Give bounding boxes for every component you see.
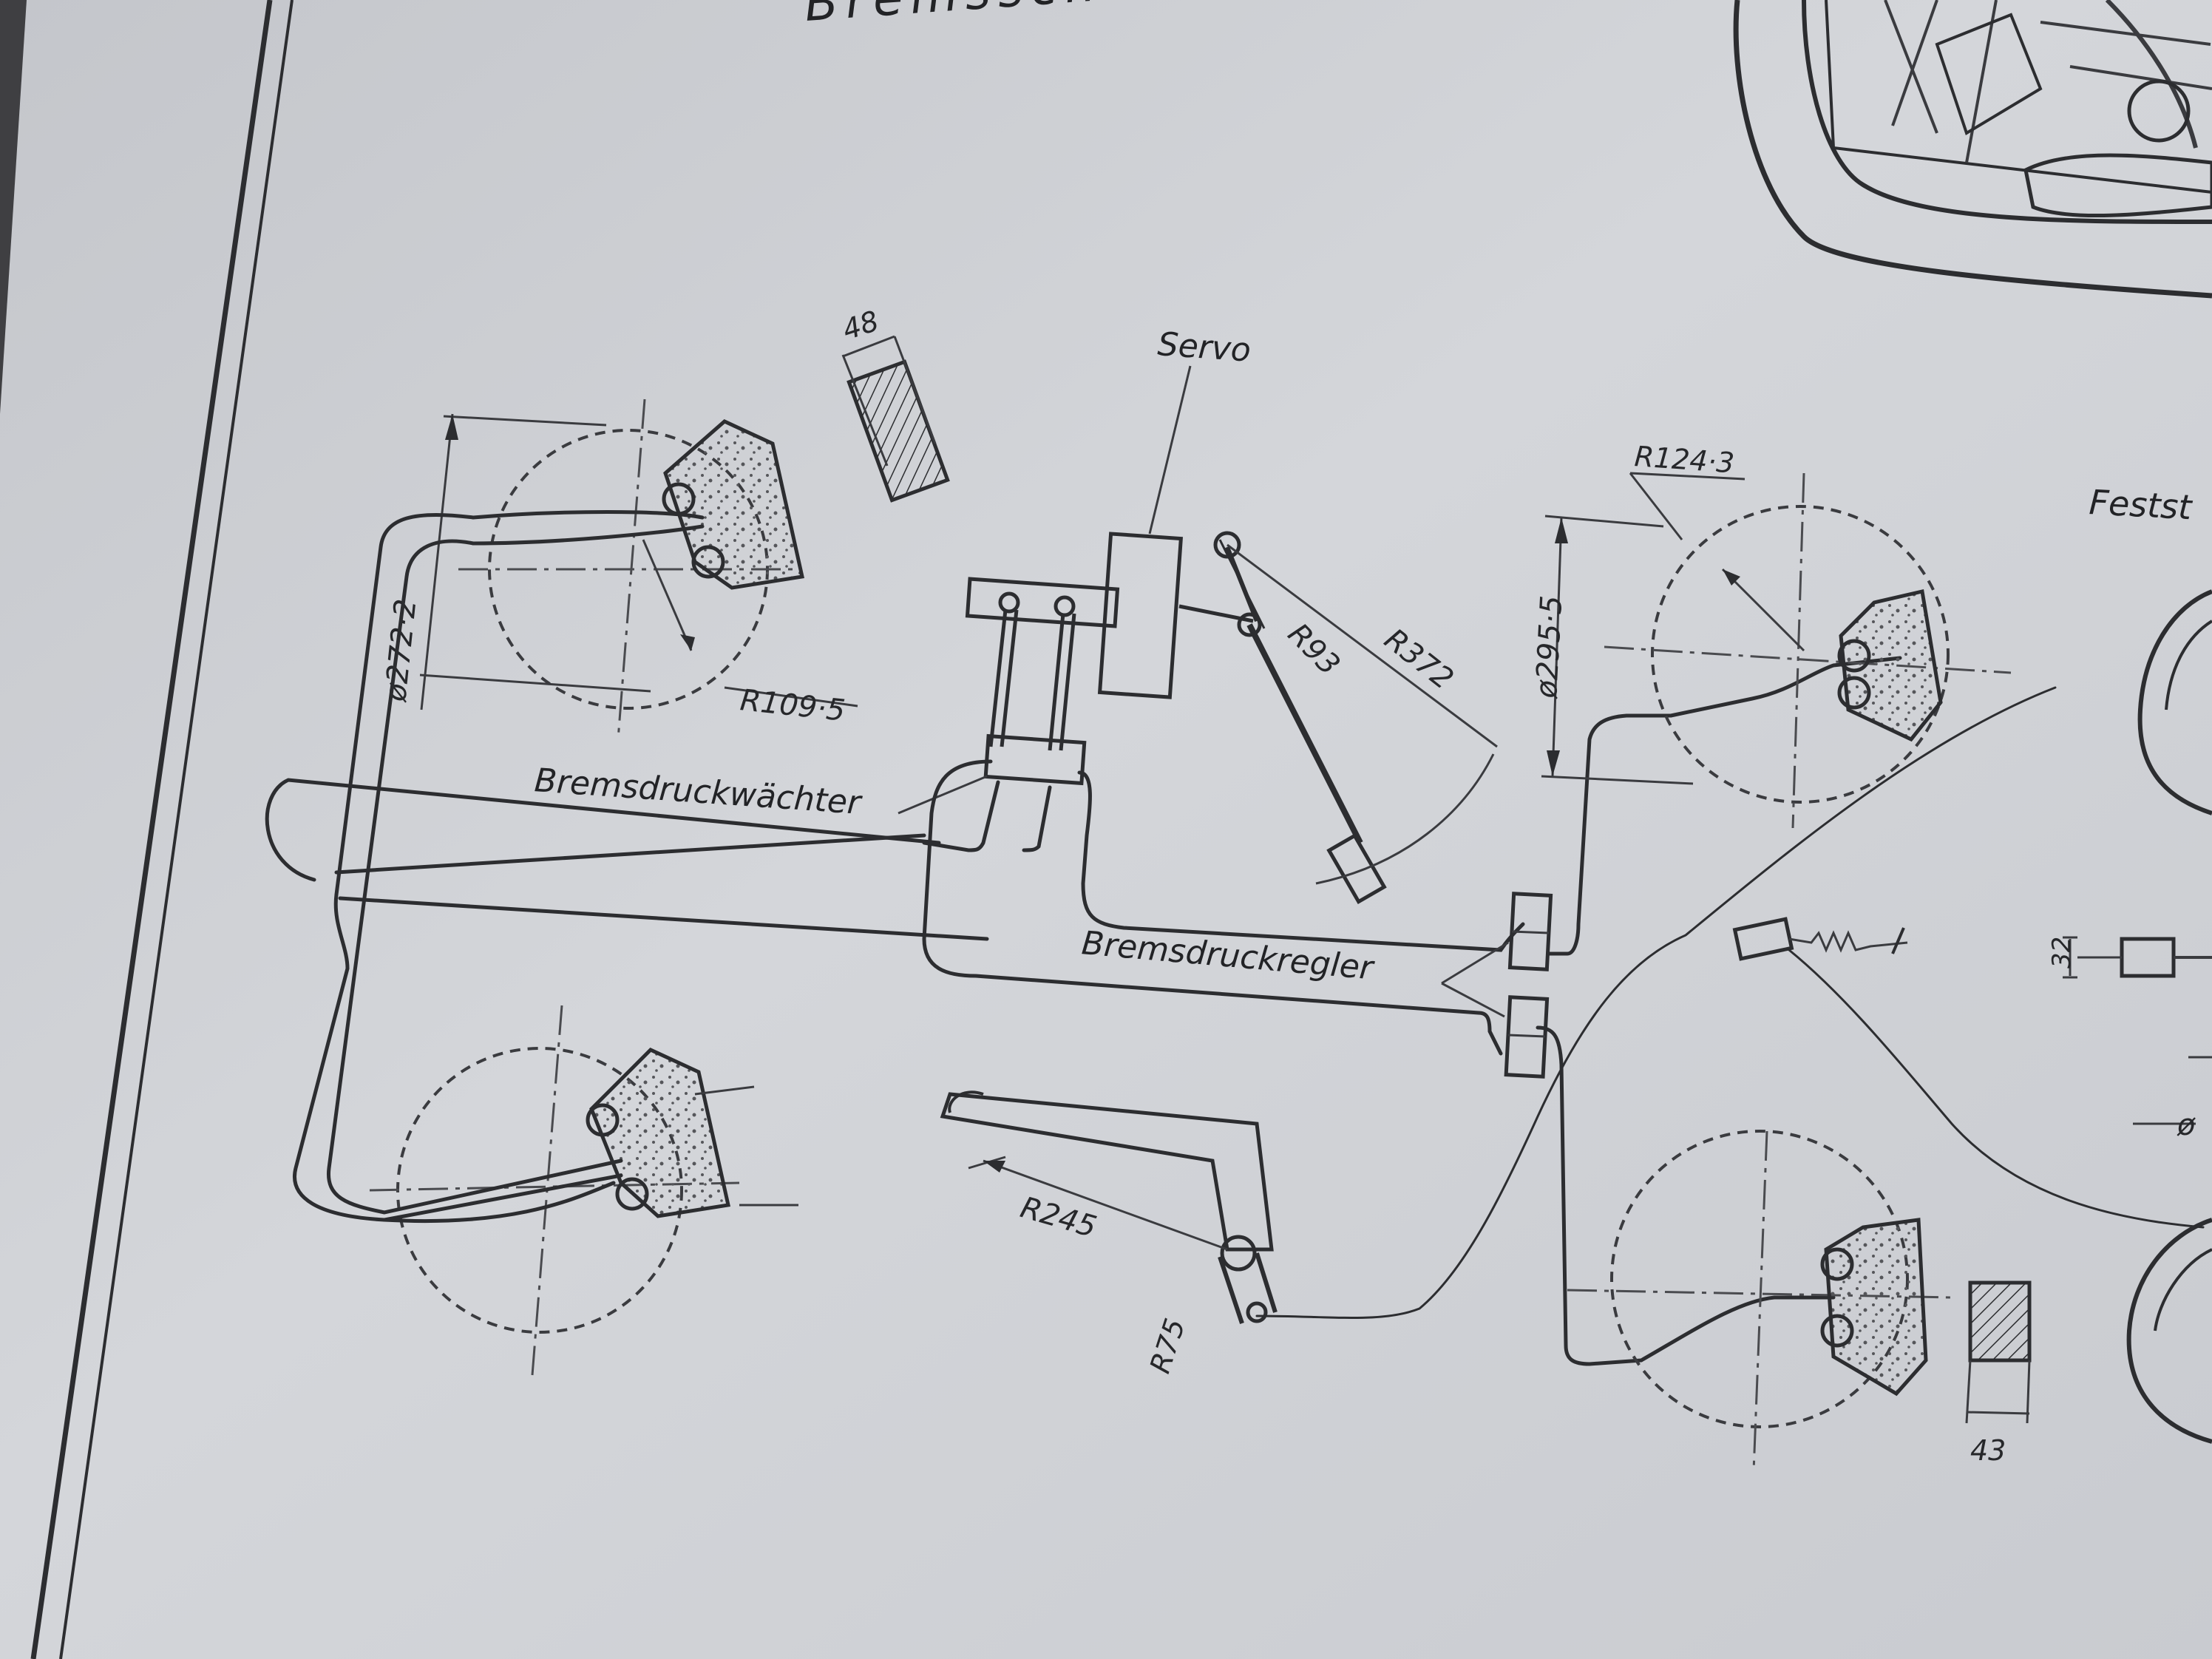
front-brake-pad-section — [841, 335, 950, 503]
rear-lower-brake-disc — [1567, 1130, 1953, 1472]
rear-upper-brake-disc — [1604, 472, 2012, 829]
drawing-frame-border — [30, 0, 294, 1659]
master-cylinder — [965, 577, 1120, 628]
car-illustration-fragment — [1733, 0, 2212, 299]
rear-brake-pad-section — [1965, 1280, 2032, 1424]
feststell-label-fragment: Festst — [2088, 482, 2194, 527]
cable-part-height-label: 32 — [2047, 937, 2077, 968]
right-edge-drum-lower — [2126, 1218, 2212, 1444]
rear-disc-radius-label: R124·3 — [1633, 440, 1735, 479]
handbrake-lever — [940, 1090, 1278, 1324]
table-edge-shadow — [0, 0, 27, 414]
front-left-brake-disc — [458, 398, 805, 740]
brake-lines — [265, 510, 2205, 1366]
right-edge-cable-part — [2063, 936, 2212, 979]
diameter-mark-label: ø — [2177, 1108, 2196, 1142]
rear-disc-diameter-dimension — [1541, 515, 1694, 785]
handbrake-cable-equalizer — [1732, 917, 1908, 961]
pressure-monitor-valve — [983, 609, 1087, 786]
rear-pad-width-label: 43 — [1970, 1434, 2006, 1467]
right-edge-drum-upper — [2137, 589, 2212, 815]
brake-servo — [1097, 365, 1192, 699]
rear-disc-diameter-label: ø295·5 — [1530, 594, 1569, 699]
pressure-regulator-upper — [1507, 892, 1553, 971]
front-disc-diameter-dimension — [419, 413, 651, 710]
servo-label: Servo — [1156, 325, 1252, 370]
front-right-brake-disc — [369, 1005, 798, 1376]
brake-pedal — [1178, 531, 1498, 905]
pressure-regulator-lower — [1504, 995, 1550, 1079]
